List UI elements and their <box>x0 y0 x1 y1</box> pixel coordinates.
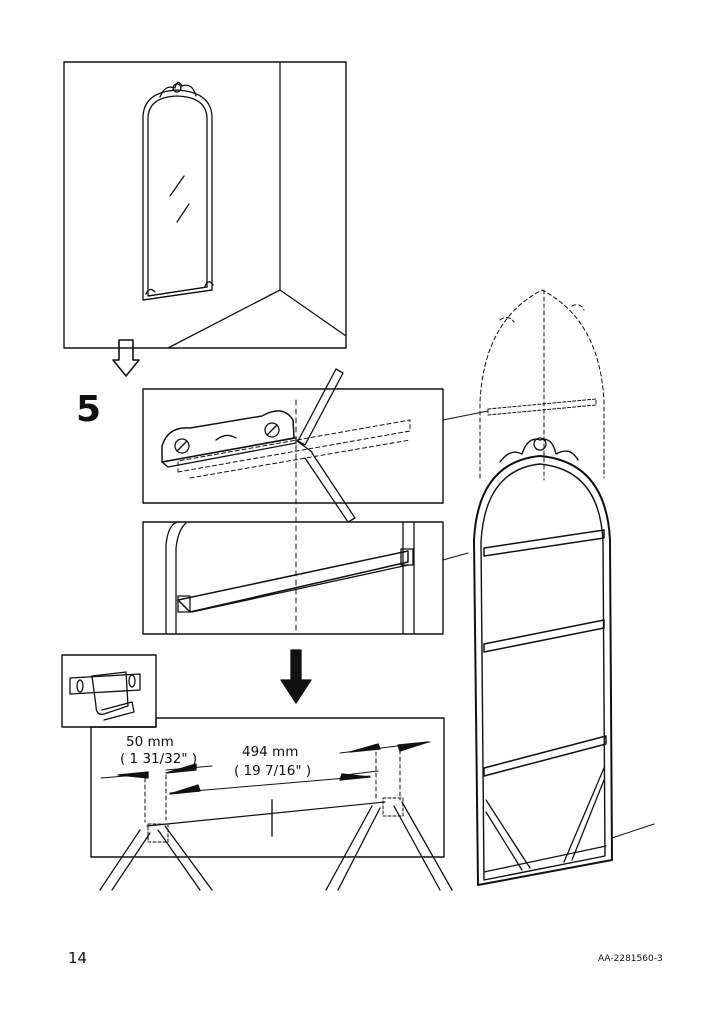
step-number: 5 <box>76 389 102 430</box>
hook-detail-inset <box>61 654 157 728</box>
bracket-spacing-metric: 494 mm <box>242 744 299 760</box>
large-mirror-illustration <box>473 289 655 886</box>
drilling-panel <box>90 717 453 891</box>
overview-panel <box>63 61 347 349</box>
edge-offset-metric: 50 mm <box>126 734 174 750</box>
rail-panel <box>142 521 444 635</box>
down-arrow-outline <box>112 339 140 377</box>
down-arrow-solid <box>280 649 312 704</box>
bracket-spacing-imperial: ( 19 7/16" ) <box>234 763 312 779</box>
edge-offset-imperial: ( 1 31/32" ) <box>120 751 198 767</box>
page-number: 14 <box>68 949 88 967</box>
document-id: AA-2281560-3 <box>598 954 663 964</box>
marking-panel <box>142 368 444 523</box>
small-mirror-illustration <box>142 81 214 301</box>
